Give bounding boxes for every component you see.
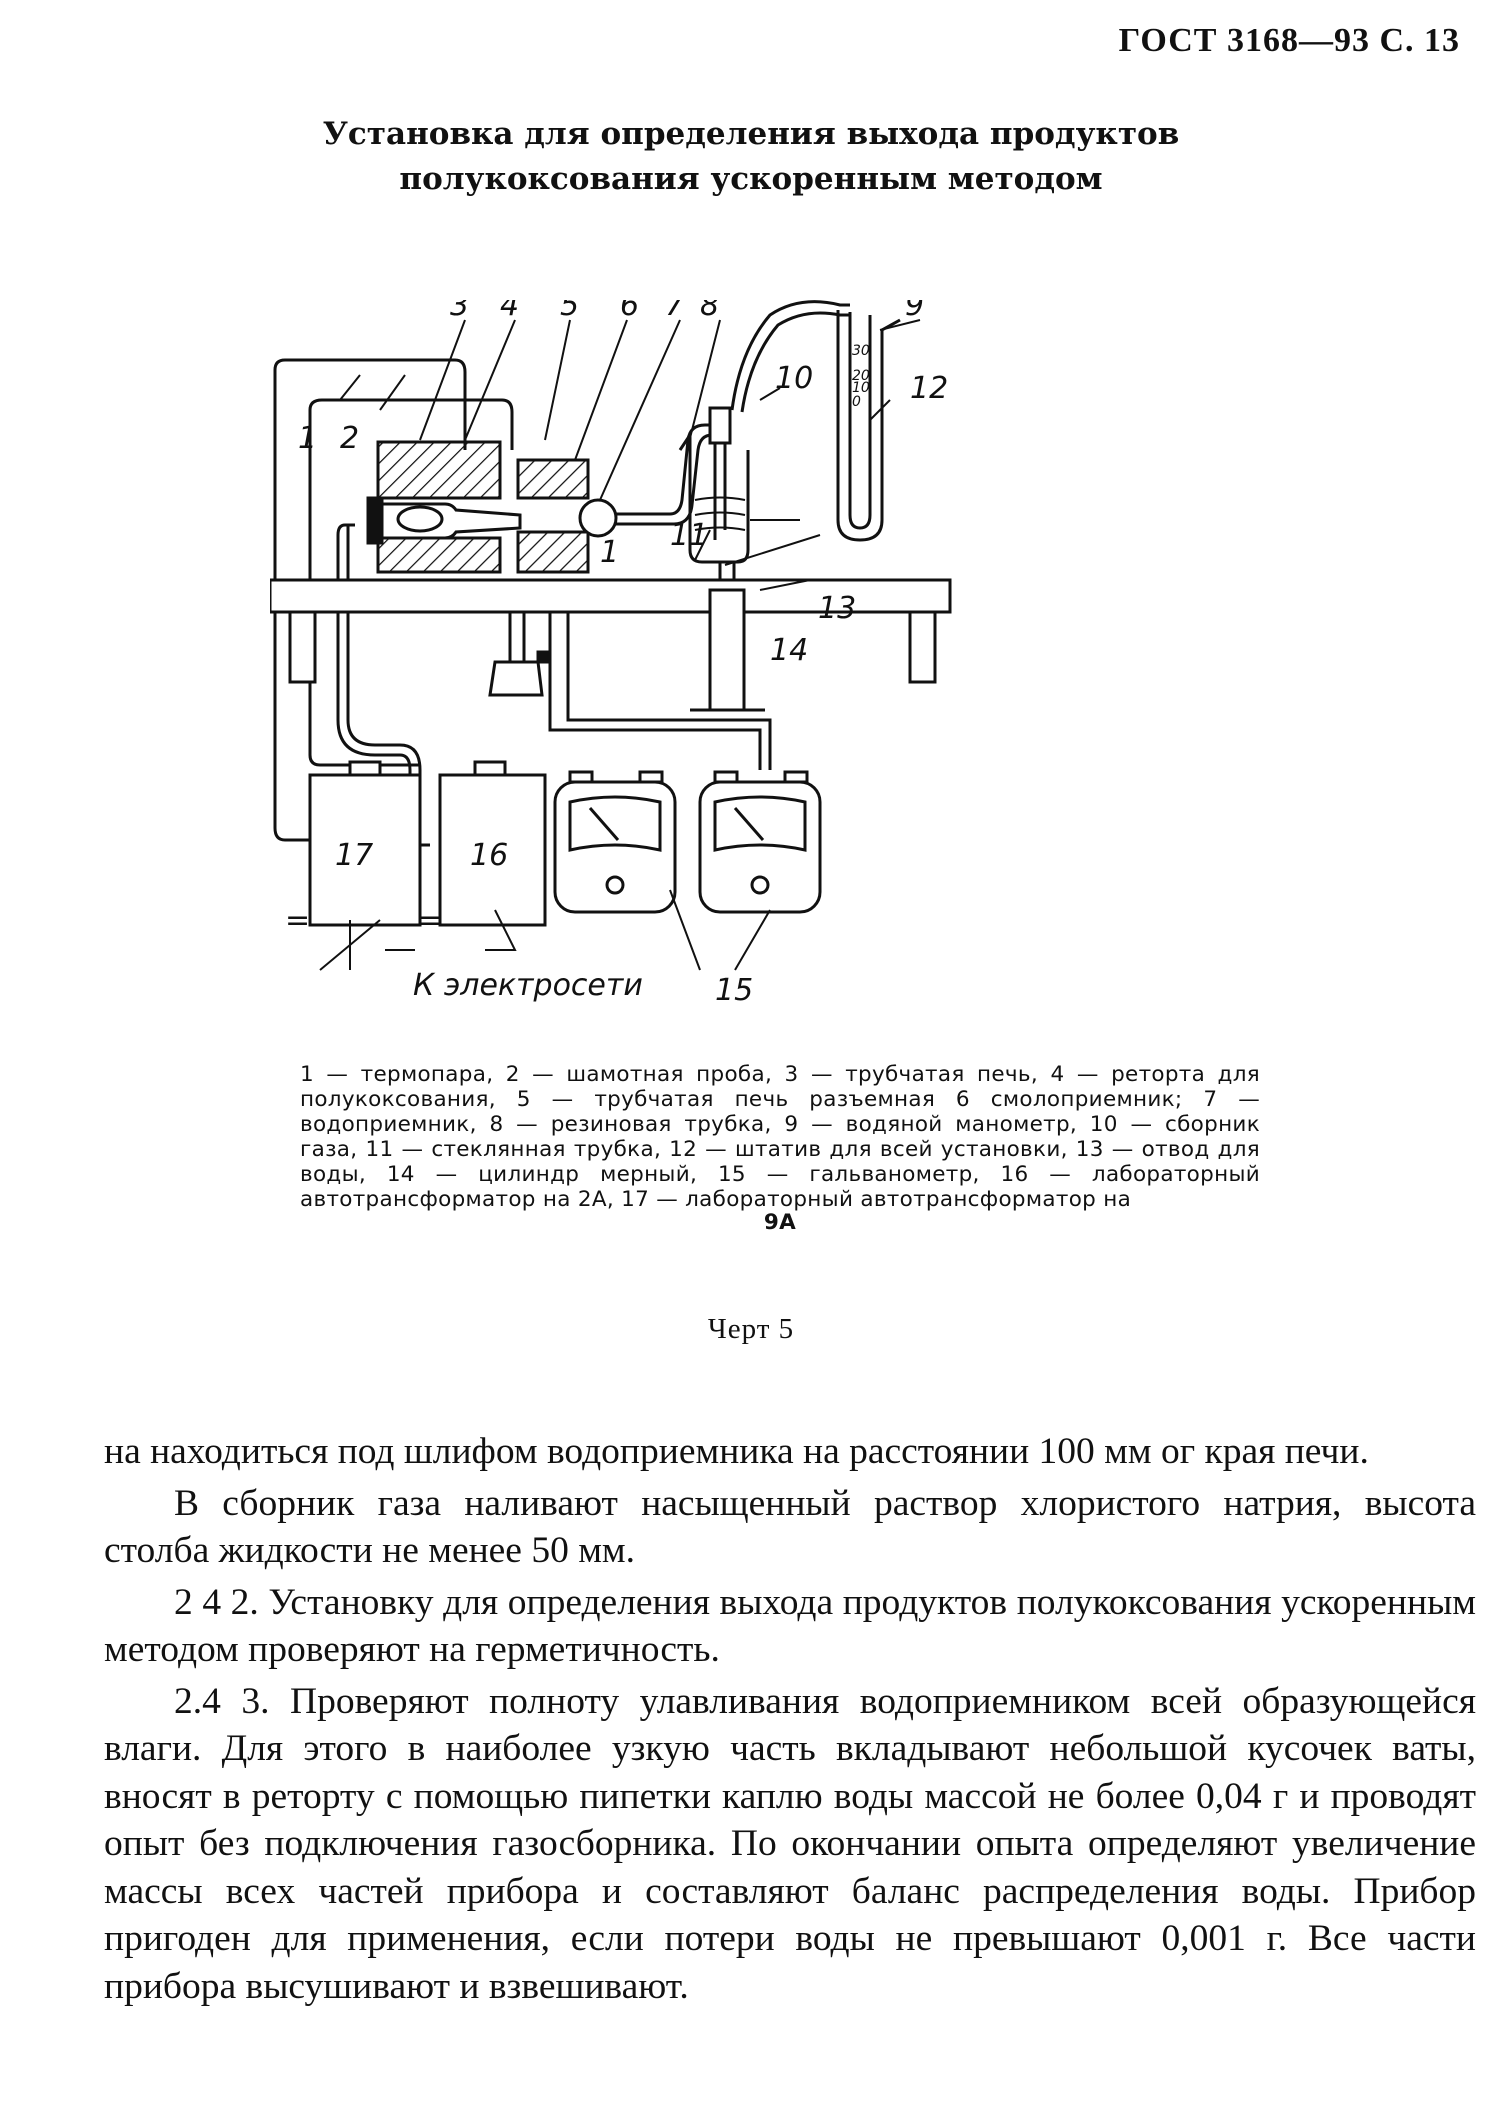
rubber-tube-8 — [730, 300, 850, 411]
paragraph-4: 2.4 3. Проверяют полноту улавливания вод… — [104, 1680, 1476, 2007]
paragraph-2: В сборник газа наливают насыщенный раств… — [104, 1482, 1476, 1572]
scale-0: 0 — [852, 394, 861, 410]
label-15: 15 — [715, 973, 753, 1008]
gas-collector-10 — [678, 430, 750, 564]
tube-furnace-3 — [376, 440, 502, 500]
apparatus-diagram: 3 4 5 6 7 8 9 10 11 12 13 14 15 16 17 1 … — [270, 300, 952, 1008]
wire-inner — [308, 398, 514, 767]
label-14: 14 — [770, 633, 808, 668]
minus-17: = — [285, 903, 310, 938]
measuring-cylinder-14 — [708, 588, 746, 712]
wire-outer — [273, 358, 467, 842]
label-12: 12 — [910, 371, 948, 406]
figure-title-line2: полукоксования ускоренным методом — [399, 161, 1103, 197]
body-text: на находиться под шлифом водоприемника н… — [104, 1428, 1476, 2014]
label-5: 5 — [560, 300, 579, 323]
label-13: 13 — [818, 591, 856, 626]
stand-12 — [270, 578, 952, 614]
paragraph-1: на находиться под шлифом водоприемника н… — [104, 1431, 1369, 1472]
label-16: 16 — [470, 838, 508, 873]
paragraph-3: 2 4 2. Установку для определения выхода … — [104, 1581, 1476, 1671]
tar-receiver-6 — [578, 498, 618, 538]
minus-16: = — [418, 903, 443, 938]
connecting-tube — [616, 423, 720, 516]
split-furnace-5 — [516, 458, 590, 500]
figure-number: Черт 5 — [707, 1313, 795, 1345]
water-manometer-9 — [836, 310, 901, 542]
label-7: 7 — [665, 300, 684, 323]
label-1: 1 — [298, 421, 317, 456]
label-3: 3 — [450, 300, 469, 323]
galvanometer-15a — [553, 780, 677, 914]
label-2: 2 — [340, 421, 359, 456]
page-header: ГОСТ 3168—93 С. 13 — [1118, 22, 1460, 59]
label-17: 17 — [335, 838, 373, 873]
figure-title-line1: Установка для определения выхода продукт… — [322, 116, 1180, 152]
mains-label: К электросети — [413, 968, 643, 1003]
scale-20: 20 — [852, 368, 870, 384]
label-8: 8 — [700, 300, 719, 323]
autotransformer-16 — [438, 773, 547, 927]
thermocouple-tube — [336, 523, 430, 847]
chamotte-probe-2 — [366, 496, 384, 545]
caption-legend-end: 9А — [763, 1210, 797, 1235]
scale-30: 30 — [852, 343, 870, 359]
label-4: 4 — [500, 300, 519, 323]
caption-legend: 1 — термопара, 2 — шамотная проба, 3 — т… — [300, 1062, 1260, 1212]
figure-caption: 1 — термопара, 2 — шамотная проба, 3 — т… — [300, 1062, 1260, 1235]
label-9: 9 — [905, 300, 924, 323]
label-11: 11 — [670, 518, 708, 553]
scale-10: 10 — [852, 380, 870, 396]
galvanometer-15b — [698, 780, 822, 914]
label-6: 6 — [620, 300, 639, 323]
figure-title: Установка для определения выхода продукт… — [0, 112, 1502, 202]
label-1-tube: 1 — [600, 535, 619, 570]
label-10: 10 — [775, 361, 813, 396]
